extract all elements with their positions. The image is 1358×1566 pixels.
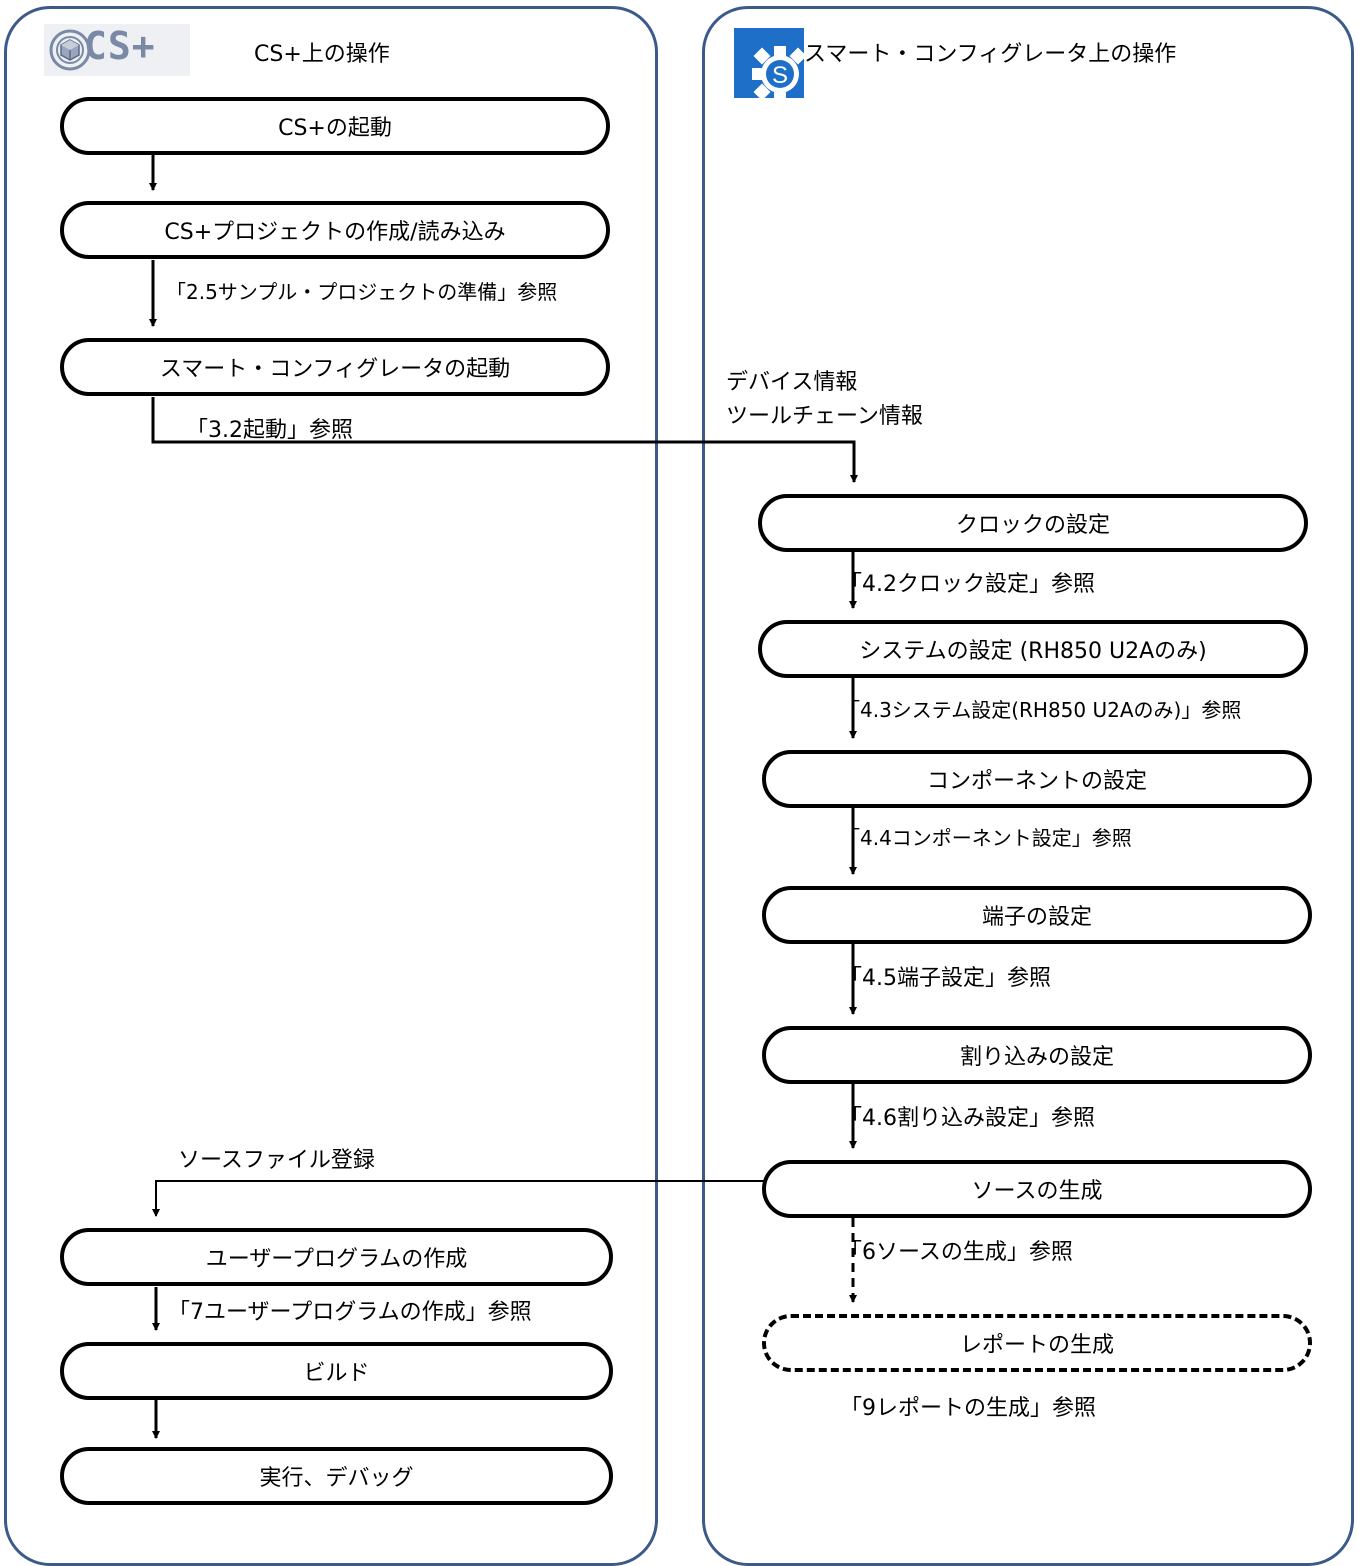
step-system: システムの設定 (RH850 U2Aのみ)	[758, 620, 1308, 678]
step-smart-config-launch: スマート・コンフィグレータの起動	[60, 338, 610, 396]
step-run-debug: 実行、デバッグ	[60, 1447, 613, 1505]
svg-text:S: S	[772, 62, 788, 89]
label-source-registration: ソースファイル登録	[178, 1148, 375, 1173]
step-interrupts: 割り込みの設定	[762, 1026, 1312, 1084]
ref-launch: 「3.2起動」参照	[186, 418, 353, 443]
ref-interrupts: 「4.6割り込み設定」参照	[840, 1106, 1095, 1131]
step-pins: 端子の設定	[762, 886, 1312, 944]
step-build: ビルド	[60, 1342, 613, 1400]
arrow-to-clock	[151, 397, 858, 483]
ref-user-program: 「7ユーザープログラムの作成」参照	[168, 1300, 532, 1325]
label-device-info: デバイス情報	[726, 370, 858, 395]
arrow-source-registration	[152, 1180, 764, 1217]
ref-pins: 「4.5端子設定」参照	[840, 966, 1051, 991]
ref-component: 「4.4コンポーネント設定」参照	[840, 826, 1132, 850]
step-cs-plus-launch: CS+の起動	[60, 97, 610, 155]
label-toolchain-info: ツールチェーン情報	[726, 404, 923, 429]
cs-plus-logo-icon	[44, 24, 190, 76]
ref-sample-project: 「2.5サンプル・プロジェクトの準備」参照	[166, 280, 558, 304]
step-report-generation: レポートの生成	[762, 1314, 1312, 1372]
step-user-program: ユーザープログラムの作成	[60, 1228, 613, 1286]
ref-report-generation: 「9レポートの生成」参照	[840, 1396, 1096, 1421]
step-component: コンポーネントの設定	[762, 750, 1312, 808]
smart-configurator-gear-icon: S	[734, 28, 807, 102]
ref-system: 「4.3システム設定(RH850 U2Aのみ)」参照	[840, 698, 1242, 722]
step-cs-plus-project: CS+プロジェクトの作成/読み込み	[60, 201, 610, 259]
ref-source-generation: 「6ソースの生成」参照	[840, 1240, 1073, 1265]
step-source-generation: ソースの生成	[762, 1160, 1312, 1218]
step-clock: クロックの設定	[758, 494, 1308, 552]
cs-plus-lane-title: CS+上の操作	[254, 42, 390, 67]
ref-clock: 「4.2クロック設定」参照	[840, 572, 1095, 597]
smart-configurator-lane-title: スマート・コンフィグレータ上の操作	[804, 42, 1177, 67]
cs-plus-logo-text: CS+	[84, 24, 156, 68]
